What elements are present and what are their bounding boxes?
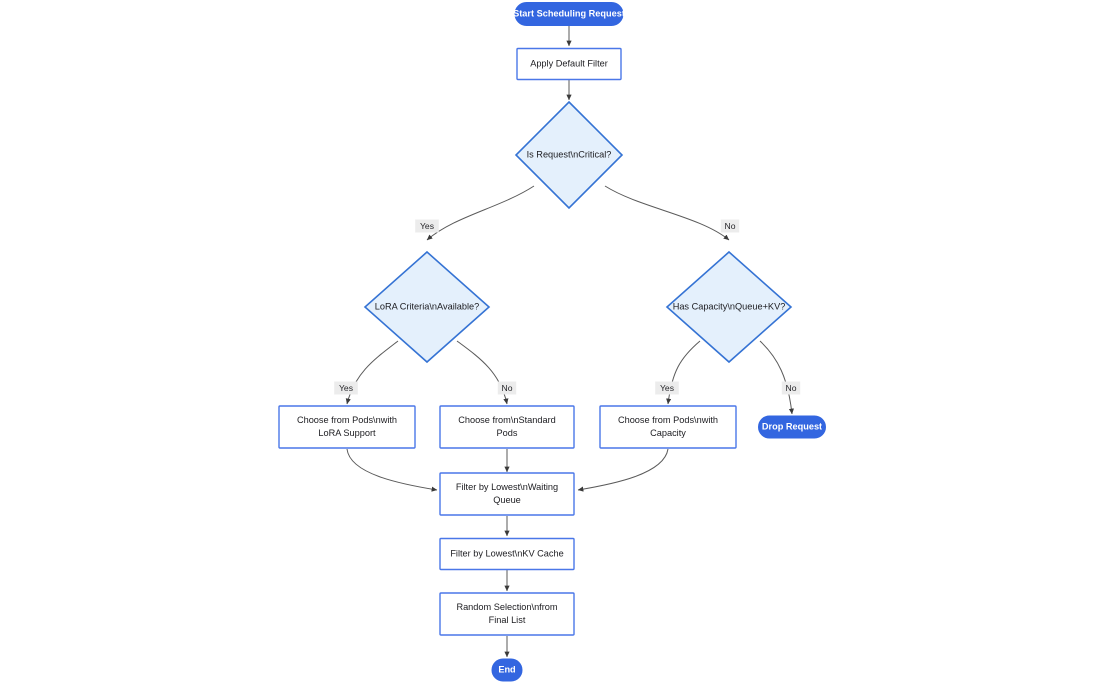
edge-label-has_capacity-no: No [781, 381, 801, 395]
node-is_request_critical[interactable]: Is Request\nCritical? [514, 100, 624, 210]
edge-has_capacity-to-choose_pods_capacity [666, 340, 701, 405]
process-box-apply_default_filter [516, 47, 622, 81]
edge-label-bg [334, 381, 358, 395]
node-label-drop_request: Drop Request [762, 421, 822, 431]
edge-label-text: Yes [660, 383, 674, 393]
edge-label-bg [655, 381, 679, 395]
node-label-filter_waiting_queue-line2: Queue [493, 495, 521, 505]
edge-label-lora_criteria_available-yes: Yes [334, 381, 358, 395]
process-box-choose_pods_lora [278, 405, 416, 449]
node-label-choose_pods_capacity-line1: Choose from Pods\nwith [618, 415, 718, 425]
edge-lora_criteria_available-to-choose_pods_lora [345, 340, 399, 405]
edge-label-text: Yes [420, 221, 434, 231]
process-box-filter_waiting_queue [439, 472, 575, 516]
node-label-apply_default_filter: Apply Default Filter [530, 58, 608, 68]
edge-label-text: Yes [339, 383, 353, 393]
edge-label-is_request_critical-no: No [720, 219, 740, 233]
edge-label-bg [497, 381, 517, 395]
node-label-random_selection-line1: Random Selection\nfrom [456, 602, 557, 612]
node-end[interactable]: End [491, 658, 523, 682]
node-lora_criteria_available[interactable]: LoRA Criteria\nAvailable? [363, 250, 491, 364]
node-apply_default_filter[interactable]: Apply Default Filter [516, 47, 622, 81]
node-label-random_selection-line2: Final List [489, 615, 526, 625]
edge-choose_pods_lora-to-filter_waiting_queue [346, 448, 438, 492]
terminal-pill-end [491, 658, 523, 682]
process-box-random_selection [439, 592, 575, 636]
edge-label-text: No [786, 383, 797, 393]
terminal-pill-start [514, 2, 624, 26]
process-box-filter_kv_cache [439, 537, 575, 571]
node-label-choose_standard_pods-line2: Pods [497, 428, 518, 438]
terminal-pill-drop_request [758, 415, 826, 439]
node-label-filter_kv_cache: Filter by Lowest\nKV Cache [450, 548, 563, 558]
edge-is_request_critical-to-has_capacity [604, 185, 730, 241]
process-box-choose_standard_pods [439, 405, 575, 449]
node-drop_request[interactable]: Drop Request [758, 415, 826, 439]
edge-label-lora_criteria_available-no: No [497, 381, 517, 395]
edge-label-has_capacity-yes: Yes [655, 381, 679, 395]
node-label-has_capacity: Has Capacity\nQueue+KV? [673, 301, 786, 311]
process-box-choose_pods_capacity [599, 405, 737, 449]
node-label-start: Start Scheduling Request [513, 8, 625, 18]
edge-label-text: No [502, 383, 513, 393]
edge-label-bg [415, 219, 439, 233]
decision-diamond-lora_criteria_available [363, 250, 491, 364]
edge-label-bg [781, 381, 801, 395]
edge-label-is_request_critical-yes: Yes [415, 219, 439, 233]
edge-is_request_critical-to-lora_criteria_available [426, 185, 535, 241]
node-label-lora_criteria_available: LoRA Criteria\nAvailable? [375, 301, 480, 311]
node-has_capacity[interactable]: Has Capacity\nQueue+KV? [665, 250, 793, 364]
edge-label-text: No [725, 221, 736, 231]
node-label-choose_pods_capacity-line2: Capacity [650, 428, 686, 438]
node-label-choose_pods_lora-line2: LoRA Support [318, 428, 376, 438]
node-label-is_request_critical: Is Request\nCritical? [527, 149, 612, 159]
node-filter_kv_cache[interactable]: Filter by Lowest\nKV Cache [439, 537, 575, 571]
node-label-choose_pods_lora-line1: Choose from Pods\nwith [297, 415, 397, 425]
decision-diamond-has_capacity [665, 250, 793, 364]
decision-diamond-is_request_critical [514, 100, 624, 210]
edge-lora_criteria_available-to-choose_standard_pods [456, 340, 509, 405]
edges-layer [345, 26, 794, 658]
node-label-end: End [498, 664, 515, 674]
edge-label-bg [720, 219, 740, 233]
edge-choose_pods_capacity-to-filter_waiting_queue [577, 448, 669, 492]
edge-has_capacity-to-drop_request [759, 340, 794, 415]
node-label-filter_waiting_queue-line1: Filter by Lowest\nWaiting [456, 482, 558, 492]
node-start[interactable]: Start Scheduling Request [513, 2, 625, 26]
node-label-choose_standard_pods-line1: Choose from\nStandard [458, 415, 556, 425]
